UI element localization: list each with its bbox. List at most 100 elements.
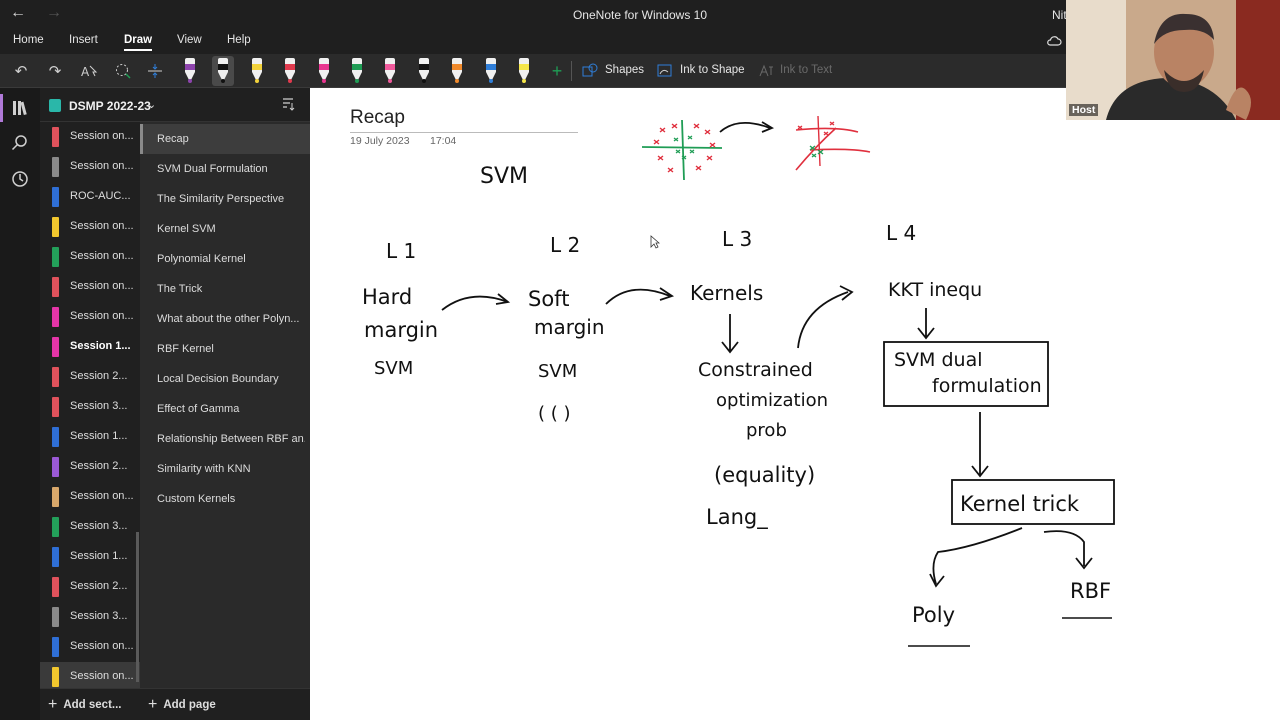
- type-select-icon[interactable]: A: [79, 61, 99, 81]
- arrow-l1-l2: [441, 295, 509, 311]
- section-item[interactable]: Session on...: [40, 662, 140, 692]
- section-label: ROC-AUC...: [70, 190, 131, 202]
- section-item[interactable]: Session on...: [40, 242, 140, 272]
- lasso-select-icon[interactable]: [113, 61, 133, 81]
- back-arrow-icon[interactable]: ←: [10, 4, 26, 21]
- section-color-tab: [52, 217, 59, 237]
- section-item[interactable]: Session on...: [40, 122, 140, 152]
- section-color-tab: [52, 367, 59, 387]
- tab-home[interactable]: Home: [13, 34, 44, 46]
- pen-green-icon[interactable]: [346, 56, 368, 86]
- page-item[interactable]: The Trick: [140, 274, 310, 304]
- section-item[interactable]: Session on...: [40, 302, 140, 332]
- ink-to-shape-button[interactable]: Ink to Shape: [680, 64, 745, 76]
- section-item[interactable]: Session 2...: [40, 362, 140, 392]
- level-l2: L 2: [550, 233, 580, 257]
- tab-insert[interactable]: Insert: [69, 34, 98, 46]
- section-item[interactable]: Session 3...: [40, 512, 140, 542]
- pen-red-icon[interactable]: [279, 56, 301, 86]
- ribbon-divider: [571, 61, 572, 81]
- page-item[interactable]: What about the other Polyn...: [140, 304, 310, 334]
- page-title[interactable]: Recap: [350, 107, 405, 128]
- pen-black-icon[interactable]: [212, 56, 235, 86]
- pen-pink-icon[interactable]: [379, 56, 401, 86]
- shapes-icon[interactable]: [580, 61, 600, 81]
- pen-blue-icon[interactable]: [480, 56, 502, 86]
- page-item[interactable]: Kernel SVM: [140, 214, 310, 244]
- arrow-to-rbf: [1043, 530, 1093, 570]
- page-item[interactable]: Effect of Gamma: [140, 394, 310, 424]
- pen-purple-icon[interactable]: [179, 56, 201, 86]
- pen-black-2-icon[interactable]: [413, 56, 435, 86]
- redo-icon[interactable]: ↷: [48, 63, 62, 80]
- page-item[interactable]: Custom Kernels: [140, 484, 310, 514]
- search-icon[interactable]: [10, 133, 30, 153]
- highlighter-pink-icon[interactable]: [313, 56, 335, 86]
- level-l3: L 3: [722, 227, 752, 251]
- page-item[interactable]: SVM Dual Formulation: [140, 154, 310, 184]
- kernel-trick-text: Kernel trick: [960, 492, 1080, 516]
- tab-view[interactable]: View: [177, 34, 202, 46]
- add-section-button[interactable]: +Add sect...: [48, 696, 122, 714]
- sort-icon[interactable]: [281, 97, 295, 114]
- page-label: Local Decision Boundary: [157, 373, 279, 385]
- plus-icon: +: [48, 696, 58, 713]
- section-label: Session on...: [70, 220, 134, 232]
- pen-yellow-icon[interactable]: [246, 56, 268, 86]
- section-color-tab: [52, 607, 59, 627]
- section-item[interactable]: ROC-AUC...: [40, 182, 140, 212]
- section-item[interactable]: Session on...: [40, 632, 140, 662]
- tab-help[interactable]: Help: [227, 34, 251, 46]
- soft-text: Soft: [528, 287, 569, 311]
- section-item[interactable]: Session 1...: [40, 332, 140, 362]
- page-item[interactable]: Local Decision Boundary: [140, 364, 310, 394]
- add-pen-icon[interactable]: +: [551, 60, 563, 81]
- add-page-button[interactable]: +Add page: [148, 696, 216, 714]
- section-item[interactable]: Session 1...: [40, 542, 140, 572]
- user-name[interactable]: Nit: [1052, 8, 1067, 22]
- section-item[interactable]: Session 2...: [40, 452, 140, 482]
- arrow-to-poly: [929, 527, 1023, 588]
- pen-orange-icon[interactable]: [446, 56, 468, 86]
- page-item[interactable]: Similarity with KNN: [140, 454, 310, 484]
- section-label: Session on...: [70, 130, 134, 142]
- ink-to-text-icon: [756, 61, 776, 81]
- notebooks-icon[interactable]: [0, 94, 30, 122]
- sync-cloud-icon[interactable]: [1046, 34, 1062, 48]
- shapes-button[interactable]: Shapes: [605, 64, 645, 76]
- section-item[interactable]: Session 2...: [40, 572, 140, 602]
- svm-text: SVM: [374, 358, 413, 379]
- section-color-tab: [52, 427, 59, 447]
- section-item[interactable]: Session 3...: [40, 392, 140, 422]
- ink-drawing[interactable]: SVM L 1 L 2 L 3 L 4 Hard margin SVM Soft…: [310, 88, 1280, 720]
- page-item[interactable]: Relationship Between RBF an...: [140, 424, 310, 454]
- page-label: The Similarity Perspective: [157, 193, 285, 205]
- section-item[interactable]: Session on...: [40, 272, 140, 302]
- section-item[interactable]: Session on...: [40, 152, 140, 182]
- svg-text:A: A: [81, 65, 90, 79]
- page-item[interactable]: The Similarity Perspective: [140, 184, 310, 214]
- page-item[interactable]: Recap: [140, 124, 310, 154]
- recent-clock-icon[interactable]: [10, 169, 30, 189]
- note-canvas[interactable]: Recap 19 July 2023 17:04: [310, 88, 1280, 720]
- highlighter-yellow-icon[interactable]: [513, 56, 535, 86]
- page-item[interactable]: RBF Kernel: [140, 334, 310, 364]
- section-label: Session 2...: [70, 460, 128, 472]
- tab-draw[interactable]: Draw: [124, 34, 153, 51]
- section-item[interactable]: Session on...: [40, 482, 140, 512]
- section-item[interactable]: Session 3...: [40, 602, 140, 632]
- sections-scrollbar[interactable]: [136, 532, 139, 682]
- title-underline: [350, 132, 578, 133]
- section-item[interactable]: Session 1...: [40, 422, 140, 452]
- ink-to-shape-icon[interactable]: [655, 61, 675, 81]
- page-item[interactable]: Polynomial Kernel: [140, 244, 310, 274]
- host-label: Host: [1069, 104, 1099, 116]
- undo-icon[interactable]: ↶: [14, 63, 28, 80]
- notebook-title[interactable]: DSMP 2022-23: [69, 99, 151, 113]
- window-title: OneNote for Windows 10: [572, 8, 708, 22]
- section-item[interactable]: Session on...: [40, 212, 140, 242]
- notebook-header[interactable]: DSMP 2022-23 ⌄: [40, 88, 310, 122]
- chevron-down-icon[interactable]: ⌄: [147, 99, 157, 111]
- section-label: Session on...: [70, 280, 134, 292]
- add-space-icon[interactable]: [145, 61, 165, 81]
